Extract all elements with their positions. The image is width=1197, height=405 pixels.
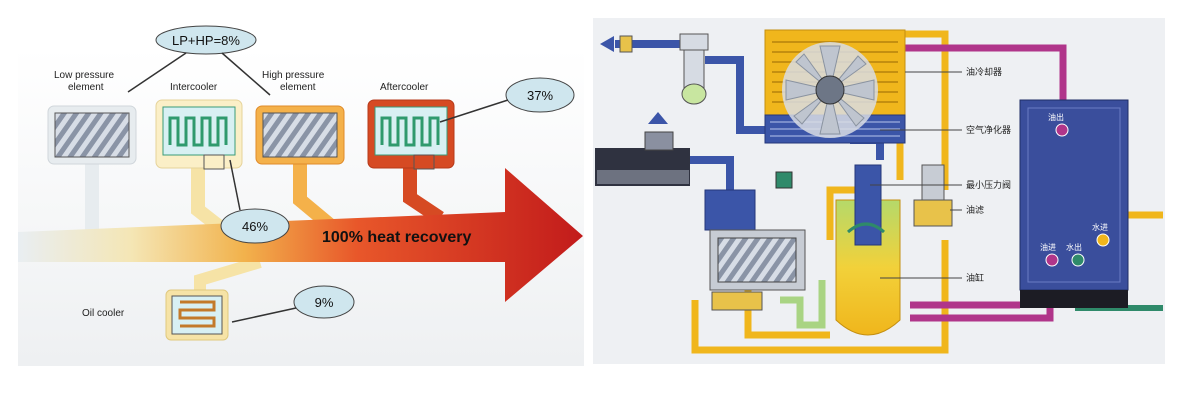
check-valve xyxy=(775,171,793,189)
light-green-oil-pipe xyxy=(780,280,826,329)
air-outlet-arrow xyxy=(600,36,614,52)
intercooler-element xyxy=(155,99,243,170)
label-oil-cooler: 油冷却器 xyxy=(966,66,1002,78)
label-leaders xyxy=(870,71,962,279)
top-filter xyxy=(679,33,709,105)
hx-port-top: 油出 xyxy=(1048,112,1064,122)
intercooler-bubble: 46% xyxy=(220,159,290,244)
aftercooler-bubble-text: 37% xyxy=(527,88,553,103)
lp-hp-bubble-text: LP+HP=8% xyxy=(172,33,240,48)
oil-cooler-label: Oil cooler xyxy=(82,308,125,319)
oil-filter xyxy=(913,164,953,227)
label-air-cooler: 空气净化器 xyxy=(966,124,1011,136)
high-pressure-label-2: element xyxy=(280,82,316,93)
right-compressor-diagram: 油出 油进 水出 水进 油冷却器 空气净化器 最小压力阀 油滤 油缸 xyxy=(593,18,1165,364)
hp-pipe xyxy=(293,160,335,231)
heat-recovery-arrow xyxy=(18,168,583,302)
label-oil-filter: 油滤 xyxy=(966,204,984,216)
aftercooler-label: Aftercooler xyxy=(380,82,429,93)
hx-port-bottom-2: 水出 xyxy=(1066,242,1082,252)
left-heat-recovery-diagram: 100% heat recovery Low pressu xyxy=(18,25,584,366)
fan xyxy=(782,42,878,138)
heat-recovery-label: 100% heat recovery xyxy=(322,229,472,246)
high-pressure-label-1: High pressure xyxy=(262,70,325,81)
low-pressure-element xyxy=(47,105,137,165)
oil-cooler-bubble-text: 9% xyxy=(315,295,334,310)
oil-separator-tank xyxy=(835,164,901,336)
aftercooler-element xyxy=(367,99,455,170)
heat-exchanger-cabinet: 油出 油进 水出 水进 xyxy=(1019,99,1129,308)
air-intake-filter xyxy=(595,112,690,186)
aftercooler-bubble: 37% xyxy=(439,77,575,123)
screw-compressor xyxy=(704,189,806,311)
lp-hp-bubble: LP+HP=8% xyxy=(127,25,271,96)
low-pressure-label-2: element xyxy=(68,82,104,93)
label-oil-tank: 油缸 xyxy=(966,272,984,284)
aftercooler-pipe xyxy=(403,160,444,224)
oil-cooler-element xyxy=(165,289,229,341)
low-pressure-label-1: Low pressure xyxy=(54,70,114,81)
hx-port-water-in: 水进 xyxy=(1092,222,1108,232)
high-pressure-element xyxy=(255,105,345,165)
outlet-valve xyxy=(619,35,633,53)
intercooler-bubble-text: 46% xyxy=(242,219,268,234)
intercooler-label: Intercooler xyxy=(170,82,218,93)
hx-port-bottom-1: 油进 xyxy=(1040,242,1056,252)
label-min-pressure-valve: 最小压力阀 xyxy=(966,179,1011,191)
oil-cooler-bubble: 9% xyxy=(231,285,355,323)
